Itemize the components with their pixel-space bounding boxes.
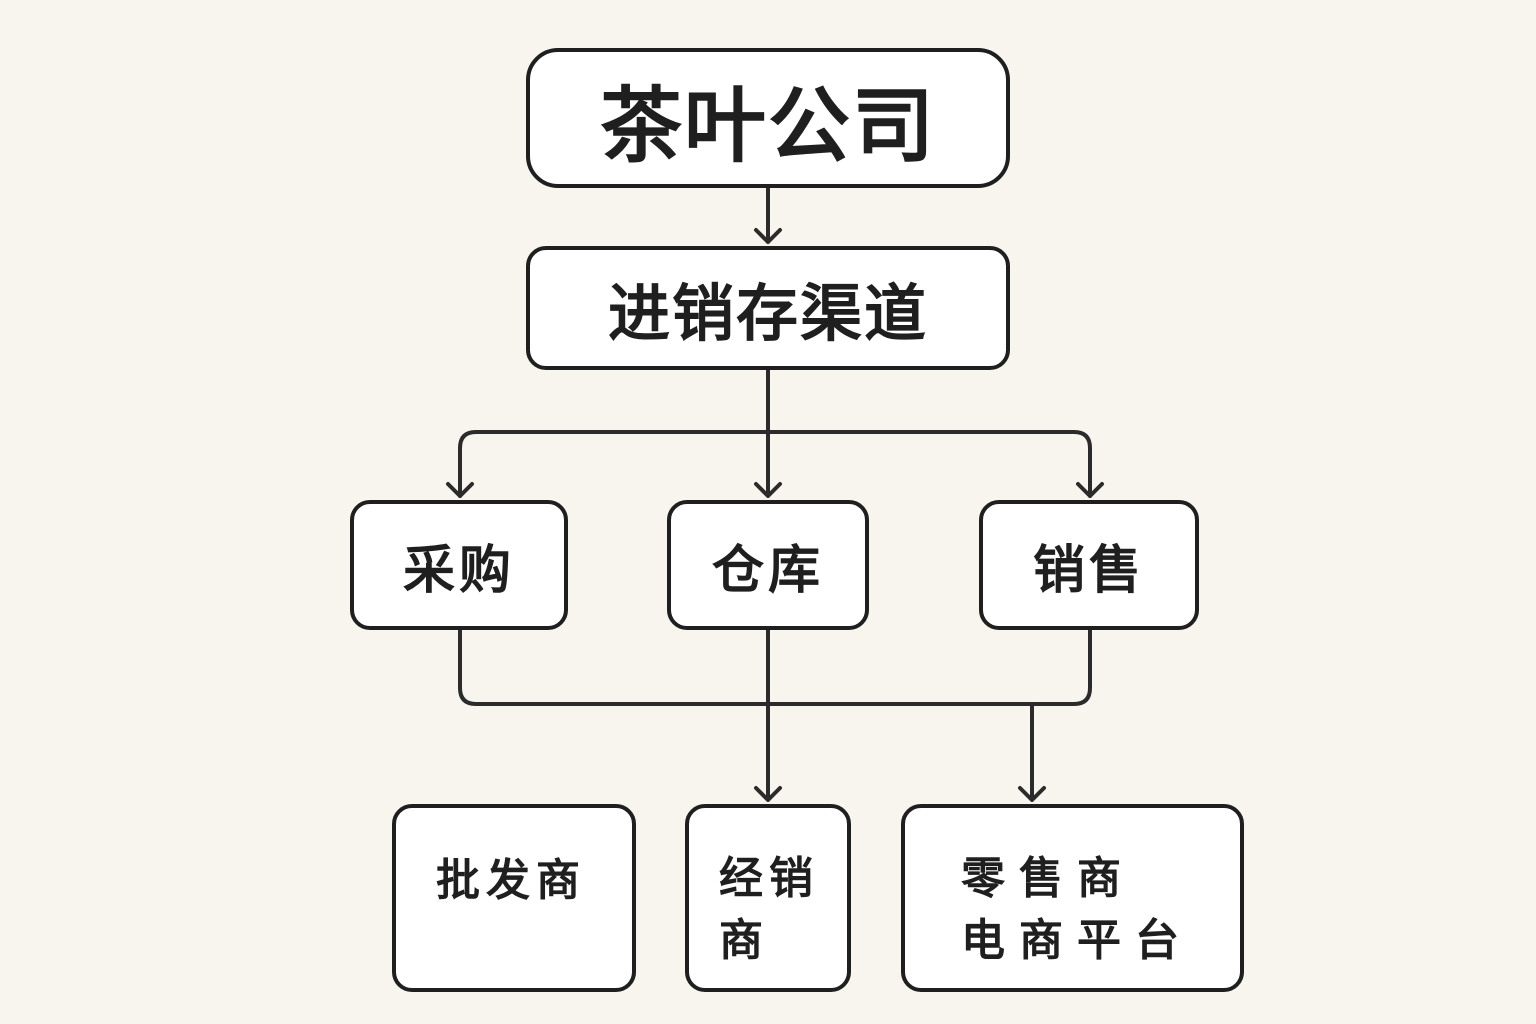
node-purchase: 采购: [350, 500, 568, 630]
arrowhead-purchase: [446, 482, 474, 498]
node-inventory-channel: 进销存渠道: [526, 246, 1010, 370]
node-inventory-channel-label: 进销存渠道: [607, 277, 928, 350]
node-distributor-label-line-1: 经销: [719, 853, 819, 904]
node-retail-ecommerce: 零售商 电商平台: [901, 804, 1244, 992]
node-sales-label: 销售: [1032, 540, 1145, 601]
node-warehouse-label: 仓库: [711, 540, 824, 601]
node-wholesaler-label: 批发商: [436, 855, 586, 906]
node-sales: 销售: [979, 500, 1199, 630]
merge-line-bottom: [458, 628, 1092, 706]
node-warehouse: 仓库: [667, 500, 869, 630]
arrowhead-sales: [1076, 482, 1104, 498]
branch-line-top: [458, 430, 1092, 498]
arrow-to-retail: [1018, 702, 1046, 802]
arrow-root-to-channel: [754, 186, 782, 244]
node-purchase-label: 采购: [402, 540, 515, 601]
node-retail-label-line-1: 零售商: [961, 853, 1135, 904]
arrow-warehouse-to-distributor: [754, 628, 782, 802]
node-distributor-label-line-2: 商: [719, 915, 769, 966]
node-distributor: 经销 商: [685, 804, 851, 992]
node-retail-label-line-2: 电商平台: [961, 915, 1193, 966]
node-tea-company-label: 茶叶公司: [599, 78, 936, 174]
node-wholesaler: 批发商: [392, 804, 636, 992]
node-tea-company: 茶叶公司: [526, 48, 1010, 188]
